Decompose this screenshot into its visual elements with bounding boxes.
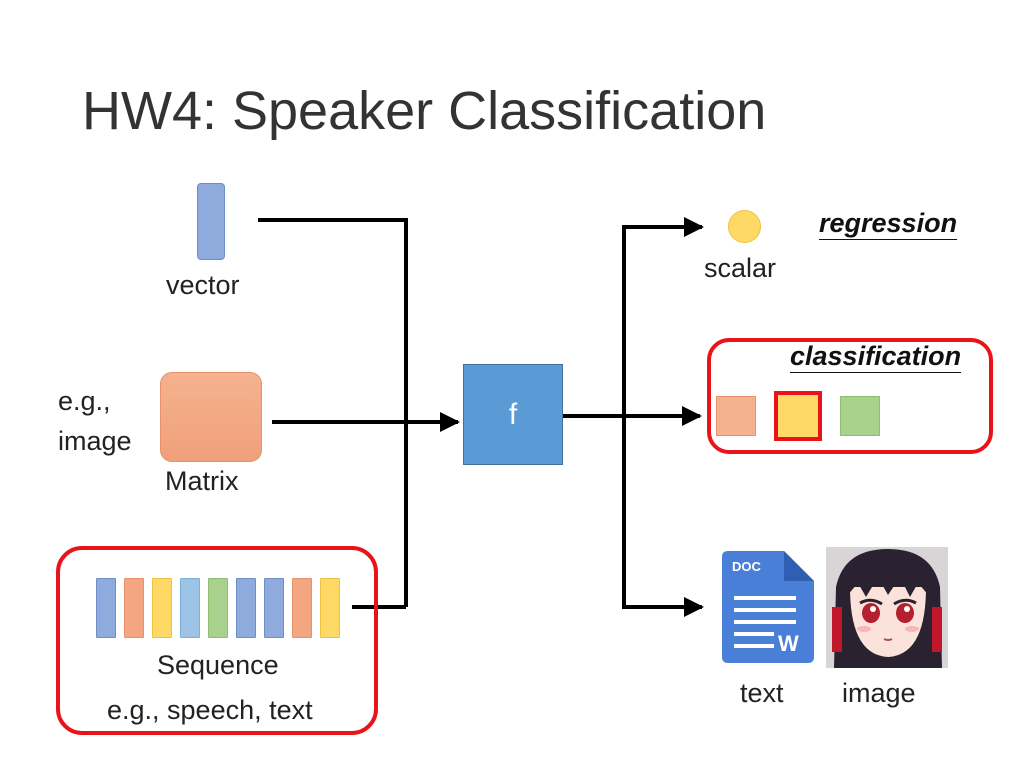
anime-character-image <box>826 547 948 668</box>
doc-icon-letter: W <box>778 631 799 656</box>
selected-class-square <box>774 391 822 441</box>
classification-title: classification <box>790 341 962 371</box>
sequence-bar <box>124 578 144 638</box>
image-output-label: image <box>842 678 916 708</box>
class-square <box>840 396 880 436</box>
slide-title: HW4: Speaker Classification <box>82 81 767 141</box>
doc-file-icon: DOC W <box>722 551 814 663</box>
vector-shape <box>197 183 225 260</box>
sequence-bar <box>96 578 116 638</box>
sequence-bar <box>320 578 340 638</box>
class-square <box>716 396 756 436</box>
regression-title: regression <box>819 208 958 238</box>
sequence-label: Sequence <box>157 650 279 680</box>
sequence-bar <box>152 578 172 638</box>
vector-label: vector <box>166 270 240 300</box>
doc-icon-text: DOC <box>732 559 762 574</box>
text-output-label: text <box>740 678 784 708</box>
matrix-shape <box>160 372 262 462</box>
classification-highlight-frame <box>707 338 993 454</box>
function-box: f <box>463 364 563 465</box>
sequence-bar <box>264 578 284 638</box>
sequence-bar <box>236 578 256 638</box>
matrix-example-line1: e.g., <box>58 386 111 416</box>
sequence-highlight-frame <box>56 546 378 735</box>
sequence-bar <box>208 578 228 638</box>
scalar-label: scalar <box>704 253 777 283</box>
sequence-bar <box>180 578 200 638</box>
sequence-example: e.g., speech, text <box>107 695 313 725</box>
function-label: f <box>508 397 518 431</box>
sequence-bar <box>292 578 312 638</box>
scalar-dot <box>728 210 761 243</box>
matrix-label: Matrix <box>165 466 239 496</box>
matrix-example-line2: image <box>58 426 132 456</box>
vector-connector <box>258 218 408 607</box>
